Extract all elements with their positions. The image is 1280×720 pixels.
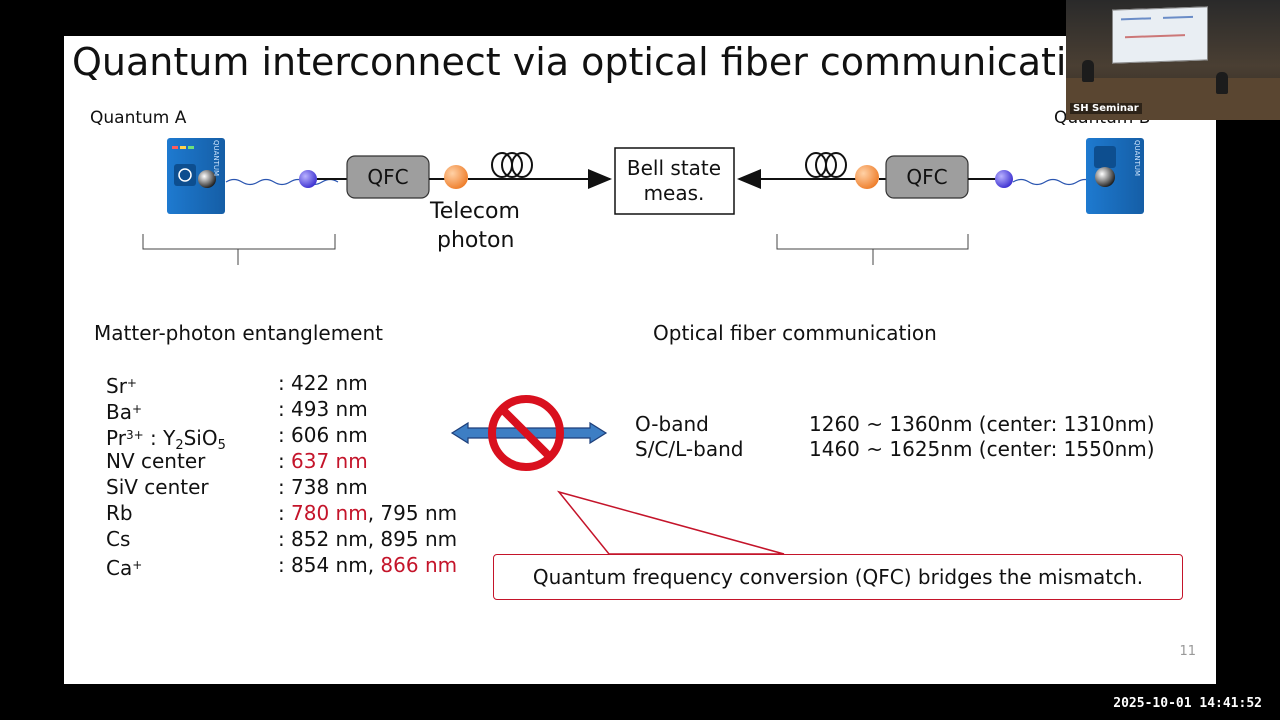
band-name: O-band <box>635 412 709 436</box>
quantum-a-device-text: QUANTUM <box>212 140 220 176</box>
fiber-coil-right-icon <box>805 152 847 178</box>
wavy-emission-line-a <box>225 178 339 186</box>
quantum-b-device-icon <box>1086 138 1144 214</box>
interconnect-diagram: QUANTUM QFC Bell state meas. <box>142 138 1144 555</box>
subscript: 2 <box>175 438 184 453</box>
brace-right <box>776 234 969 265</box>
species-name: Cs <box>106 527 131 551</box>
bell-line1: Bell state <box>627 156 721 180</box>
separator: : <box>278 527 285 551</box>
quantum-a-label: Quantum A <box>90 108 187 128</box>
wavelength-value: 795 nm <box>380 501 458 525</box>
host-crystal-mid: SiO <box>183 426 218 450</box>
right-section-heading: Optical fiber communication <box>653 321 937 345</box>
wavelength-value: 606 nm <box>291 423 368 447</box>
separator: : <box>278 449 285 473</box>
species-charge: + <box>131 402 143 416</box>
telecom-label-line2: photon <box>437 228 515 253</box>
wavelength-value-highlight: 637 nm <box>291 449 368 473</box>
photon-purple-left <box>299 170 317 188</box>
fiber-coil-left-icon <box>491 152 533 178</box>
species-charge: + <box>132 558 143 572</box>
bell-state-box <box>614 147 735 215</box>
webcam-thumbnail[interactable] <box>1066 0 1280 120</box>
wavelength-value: 738 nm <box>291 475 368 499</box>
species-name: Pr <box>106 426 126 450</box>
projector-screen <box>1112 6 1208 64</box>
band-name: S/C/L-band <box>635 437 744 461</box>
subscript: 5 <box>217 438 226 453</box>
wavelength-value: 854 nm <box>291 553 368 577</box>
species-name: NV center <box>106 449 206 473</box>
species-name: Ba <box>106 400 132 424</box>
callout-tail <box>556 490 785 555</box>
wavelength-value: 895 nm <box>380 527 458 551</box>
quantum-a-device-icon <box>167 138 225 214</box>
presenter-figure <box>1082 60 1094 82</box>
species-name: Sr <box>106 374 127 398</box>
comma: , <box>367 527 381 551</box>
species-charge: 3+ <box>125 428 144 442</box>
audience-figure <box>1216 72 1228 94</box>
slide-title: Quantum interconnect via optical fiber c… <box>72 40 1114 84</box>
species-charge: + <box>126 376 137 390</box>
qfc-box-right <box>885 155 969 199</box>
band-range: 1260 ~ 1360nm (center: 1310nm) <box>809 412 1155 436</box>
photon-orange-right <box>855 165 879 189</box>
photon-purple-right <box>995 170 1013 188</box>
qfc-right-label: QFC <box>906 165 947 189</box>
timestamp: 2025-10-01 14:41:52 <box>1113 696 1262 711</box>
separator: : <box>278 501 285 525</box>
band-range: 1460 ~ 1625nm (center: 1550nm) <box>809 437 1155 461</box>
prohibition-icon <box>488 395 564 471</box>
page-number: 11 <box>1179 644 1196 659</box>
quantum-b-device-text: QUANTUM <box>1133 140 1141 176</box>
separator: : <box>278 553 285 577</box>
species-name: Rb <box>106 501 133 525</box>
qfc-box-left <box>346 155 430 199</box>
wavelength-value: 852 nm <box>291 527 368 551</box>
separator: : <box>278 423 285 447</box>
comma: , <box>367 553 381 577</box>
separator: : <box>278 371 285 395</box>
host-crystal-prefix: : Y <box>143 426 176 450</box>
bell-line2: meas. <box>644 181 705 205</box>
wavelength-value-highlight: 866 nm <box>380 553 458 577</box>
separator: : <box>278 397 285 421</box>
wavelength-value: 493 nm <box>291 397 368 421</box>
telecom-label-line1: Telecom <box>430 199 520 224</box>
separator: : <box>278 475 285 499</box>
left-section-heading: Matter-photon entanglement <box>94 321 383 345</box>
comma: , <box>367 501 381 525</box>
wavelength-value-highlight: 780 nm <box>291 501 368 525</box>
brace-left <box>142 234 336 265</box>
species-name: Ca <box>106 556 133 580</box>
callout-box: Quantum frequency conversion (QFC) bridg… <box>493 554 1183 600</box>
slide: Quantum interconnect via optical fiber c… <box>64 36 1216 684</box>
webcam-label: SH Seminar <box>1070 103 1142 114</box>
wavelength-value: 422 nm <box>291 371 368 395</box>
qfc-left-label: QFC <box>367 165 408 189</box>
photon-orange-left <box>444 165 468 189</box>
species-name: SiV center <box>106 475 209 499</box>
